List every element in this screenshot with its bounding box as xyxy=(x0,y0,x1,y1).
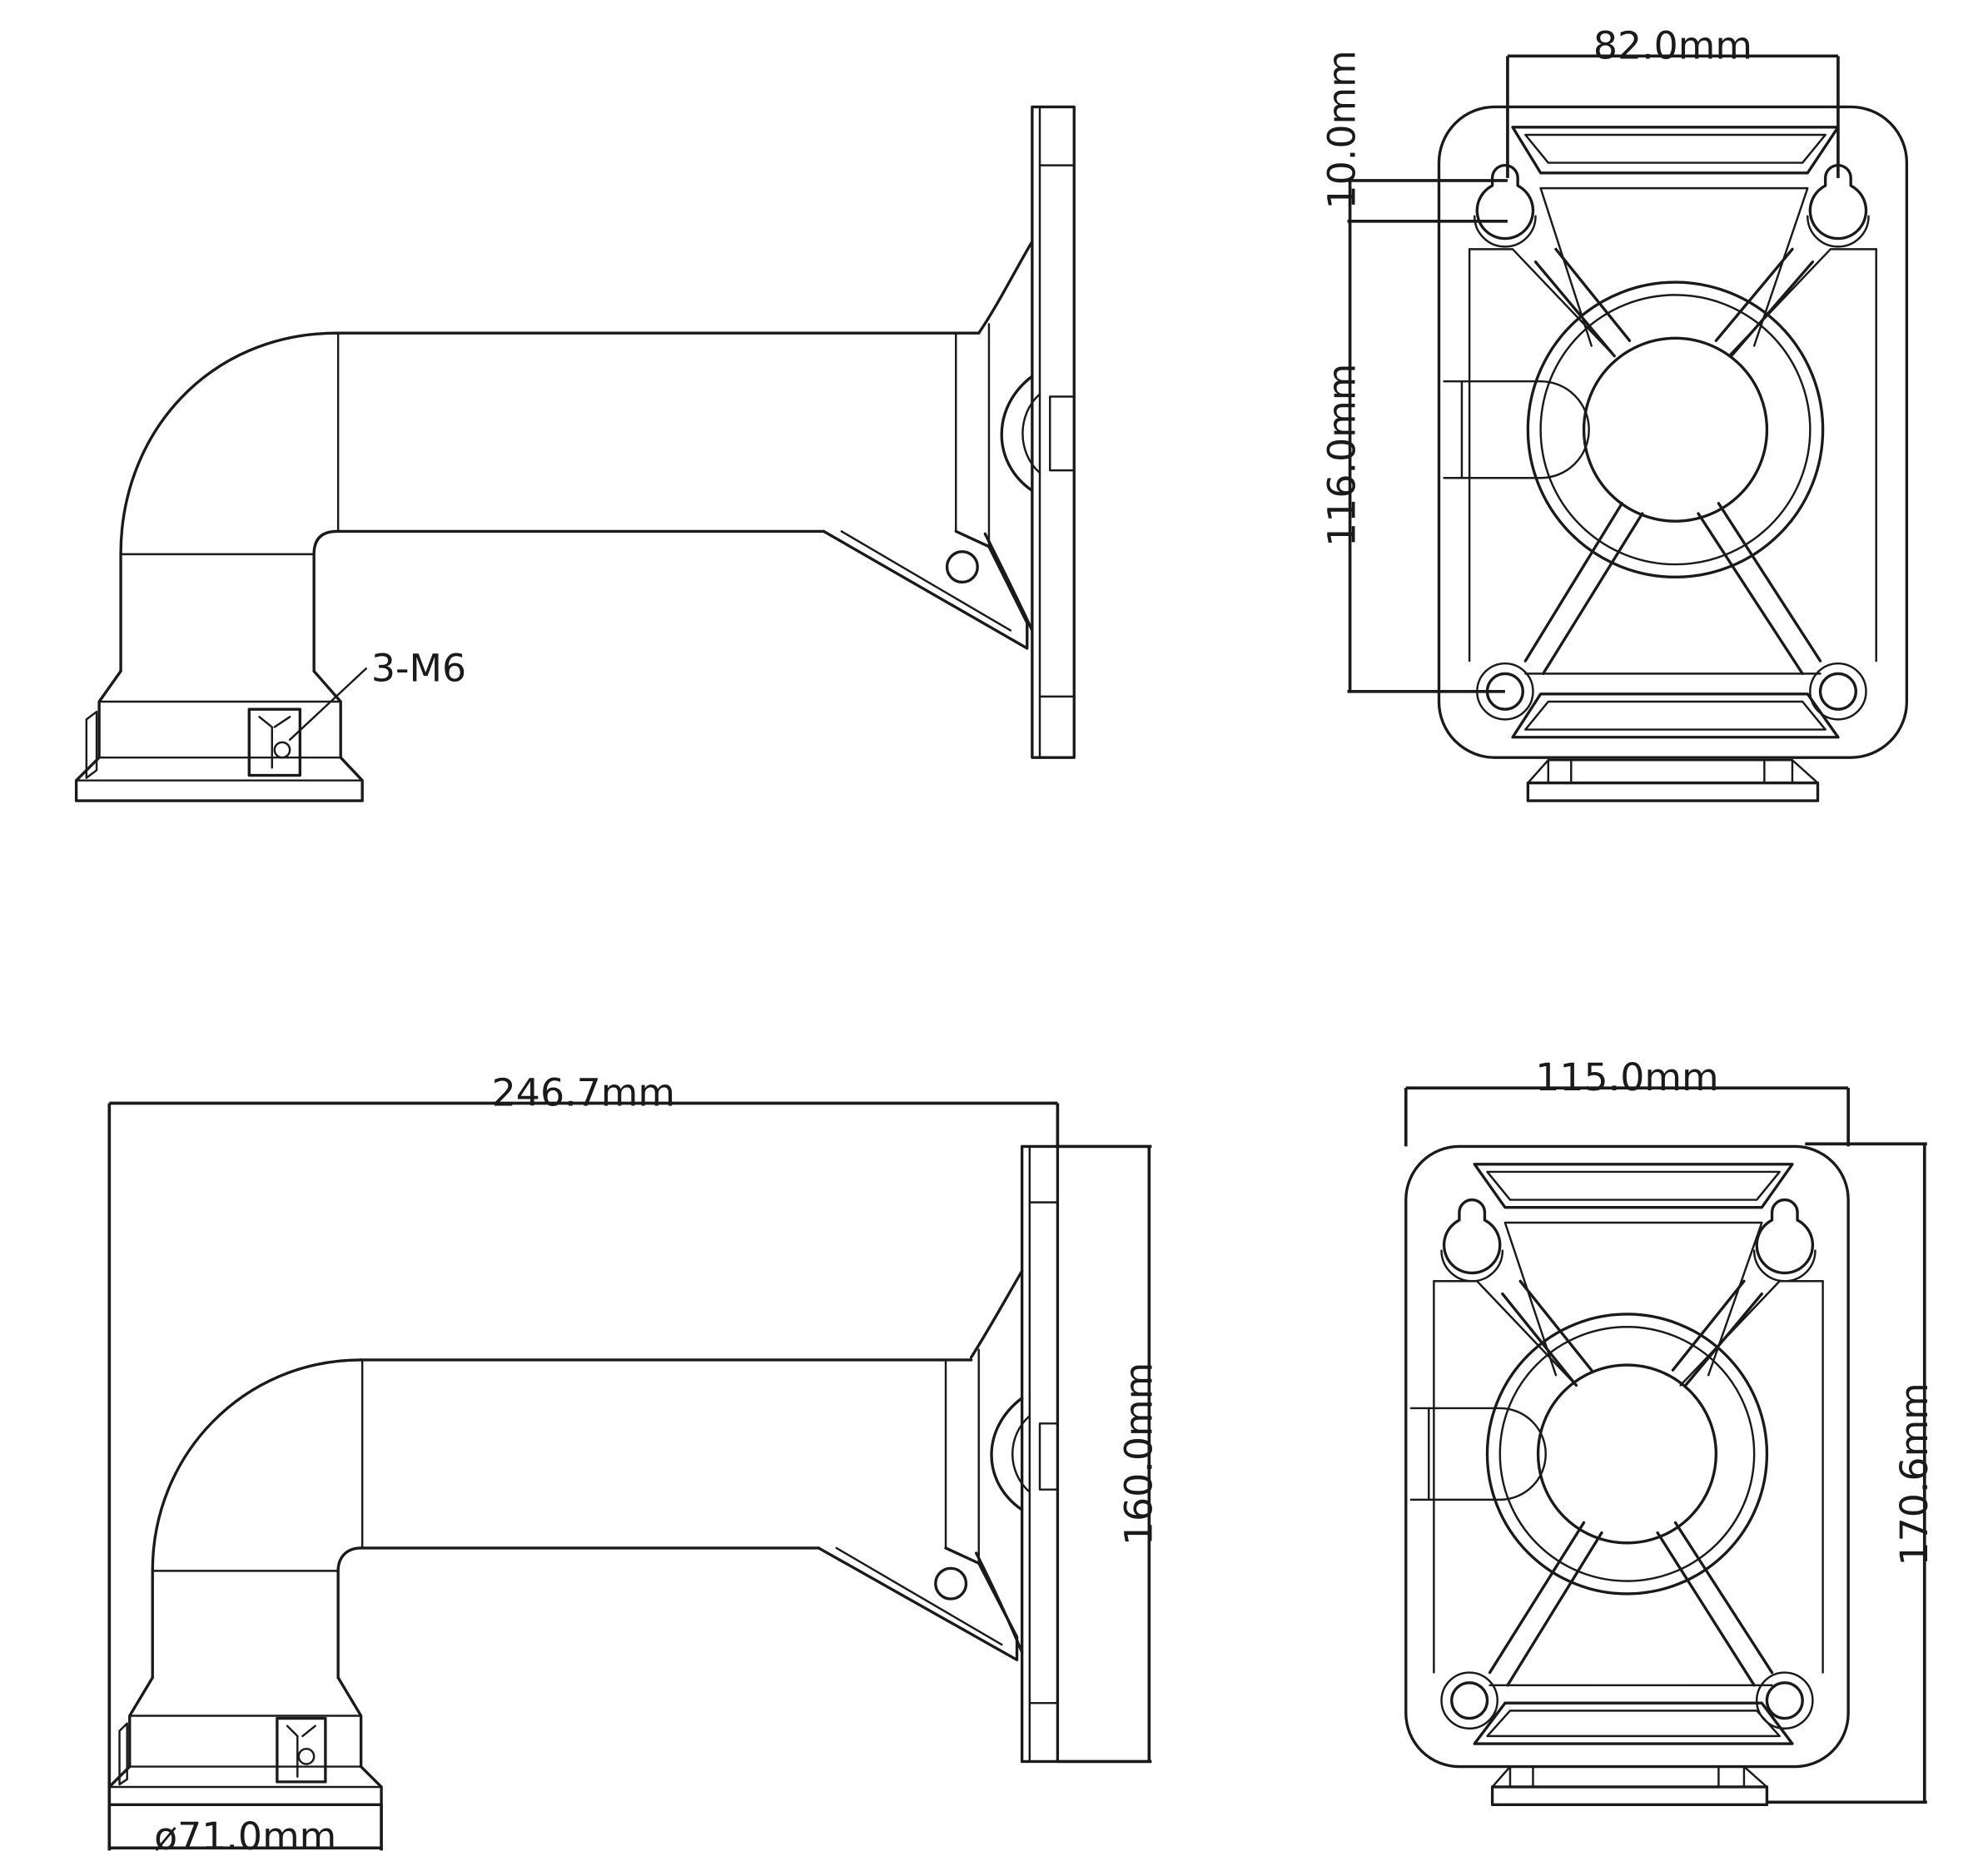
dim-160mm: 160.0mm xyxy=(1116,1362,1160,1546)
front-view-top: 82.0mm 10.0mm 116.0mm xyxy=(1320,22,1909,802)
dim-246-7mm: 246.7mm xyxy=(492,1070,675,1115)
side-view-bottom: 246.7mm 160.0mm ø71.0mm xyxy=(107,1070,1160,1859)
dim-diameter-71mm: ø71.0mm xyxy=(154,1814,336,1859)
front-view-bottom: 115.0mm 170.6mm xyxy=(1404,1055,1936,1807)
dim-170-6mm: 170.6mm xyxy=(1891,1382,1936,1566)
side-view-top: 3-M6 xyxy=(74,105,1076,802)
callout-3-m6: 3-M6 xyxy=(371,646,466,691)
dim-82mm: 82.0mm xyxy=(1593,22,1752,67)
dim-10mm: 10.0mm xyxy=(1320,50,1364,209)
dim-115mm: 115.0mm xyxy=(1535,1055,1718,1099)
dim-116mm: 116.0mm xyxy=(1320,364,1364,547)
